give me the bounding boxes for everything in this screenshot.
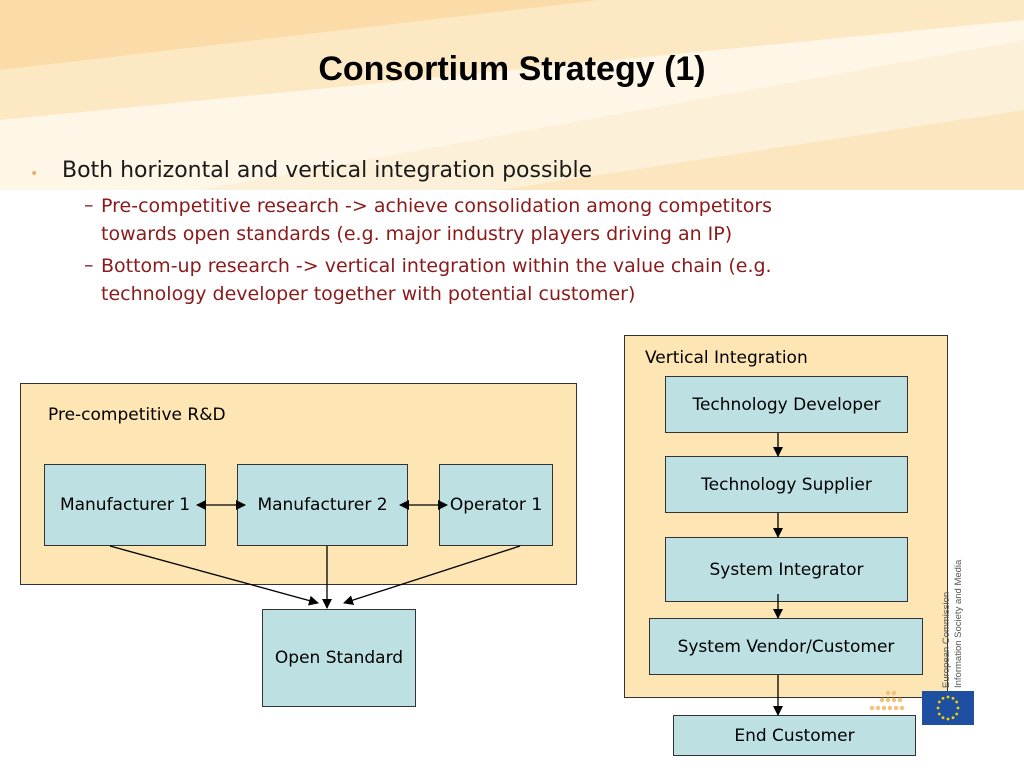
slide-title: Consortium Strategy (1) (318, 50, 706, 88)
subbullet-2-line2: technology developer together with poten… (101, 283, 636, 305)
m1-standard-arrow (109, 545, 319, 606)
technology-developer-box: Technology Developer (665, 376, 908, 433)
precompetitive-label: Pre-competitive R&D (48, 405, 226, 425)
logo-line-1: European Commission (941, 592, 952, 688)
subbullet-1-line2: towards open standards (e.g. major indus… (101, 223, 733, 245)
system-integrator-box: System Integrator (665, 537, 908, 602)
logo-line-2: Information Society and Media (953, 559, 964, 688)
op1-standard-arrow (343, 545, 521, 605)
european-commission-logo-text: European Commission Information Society … (941, 559, 964, 688)
main-bullet: Both horizontal and vertical integration… (62, 158, 593, 183)
system-vendor-customer-box: System Vendor/Customer (649, 618, 923, 675)
eu-flag-icon (922, 691, 974, 725)
dash-icon: – (84, 194, 94, 216)
open-standard-box: Open Standard (262, 609, 416, 707)
subbullet-2-line1: Bottom-up research -> vertical integrati… (101, 255, 772, 277)
subbullet-2: Bottom-up research -> vertical integrati… (101, 252, 772, 308)
manufacturer-1-box: Manufacturer 1 (44, 464, 206, 546)
manufacturer-2-box: Manufacturer 2 (237, 464, 408, 546)
header-background (0, 0, 1024, 190)
operator-1-box: Operator 1 (439, 464, 553, 546)
dot-grid-decoration (869, 690, 905, 711)
technology-supplier-box: Technology Supplier (665, 456, 908, 513)
vertical-integration-label: Vertical Integration (645, 348, 808, 368)
bullet-dot-icon: • (30, 166, 39, 182)
end-customer-box: End Customer (673, 715, 916, 756)
dash-icon: – (84, 254, 94, 276)
subbullet-1-line1: Pre-competitive research -> achieve cons… (101, 195, 773, 217)
subbullet-1: Pre-competitive research -> achieve cons… (101, 192, 772, 248)
